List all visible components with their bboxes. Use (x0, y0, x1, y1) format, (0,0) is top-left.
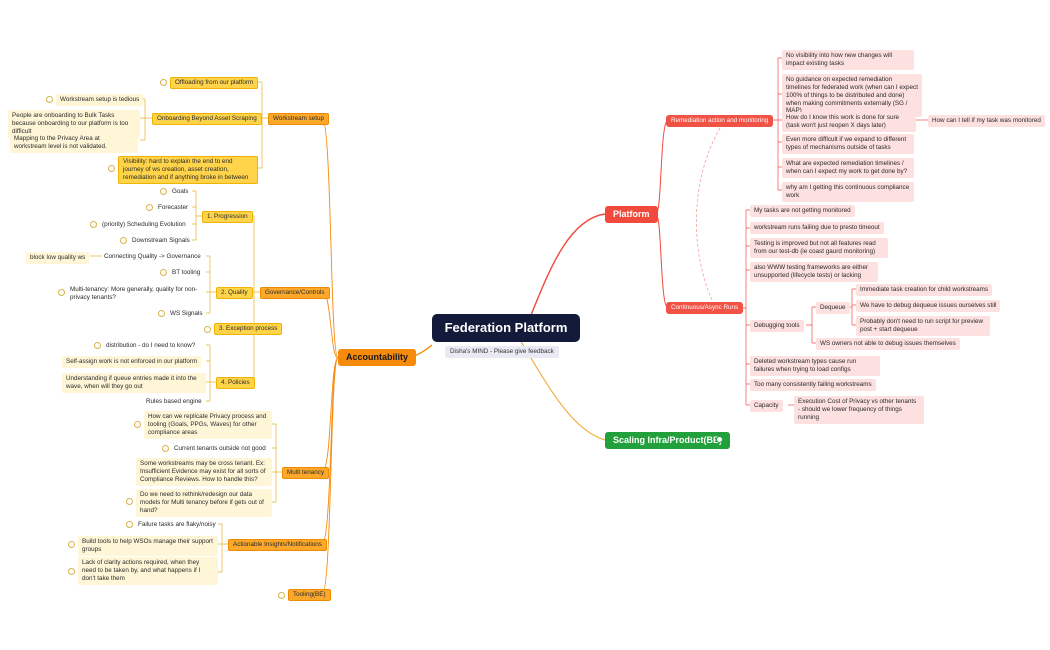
policies-item[interactable]: Rules based engine (146, 398, 202, 405)
policies-item[interactable]: distribution - do I need to know? (106, 342, 196, 349)
async-item[interactable]: Too many consistently failing workstream… (750, 379, 876, 391)
dequeue-item[interactable]: Probably don't need to run script for pr… (856, 316, 990, 336)
node-async-runs[interactable]: Continuous/Async Runs (666, 302, 744, 314)
collapse-toggle-icon[interactable] (716, 436, 723, 443)
central-topic[interactable]: Federation Platform (432, 314, 580, 343)
collapse-toggle-icon[interactable] (146, 204, 153, 211)
progression-item[interactable]: Downstream Signals (132, 237, 190, 244)
quality-item[interactable]: WS Signals (170, 310, 203, 317)
progression-item[interactable]: (priority) Scheduling Evolution (102, 221, 186, 228)
quality-item[interactable]: Connecting Quality -> Governance (104, 253, 201, 260)
quality-item[interactable]: block low quality ws (26, 252, 90, 264)
collapse-toggle-icon[interactable] (278, 592, 285, 599)
collapse-toggle-icon[interactable] (126, 521, 133, 528)
branch-platform[interactable]: Platform (605, 206, 658, 224)
collapse-toggle-icon[interactable] (58, 289, 65, 296)
remediation-item[interactable]: why am I getting this continuous complia… (782, 182, 914, 202)
node-quality[interactable]: 2. Quality (216, 287, 253, 299)
node-onboarding[interactable]: Onboarding Beyond Asset Scraping (152, 113, 262, 125)
collapse-toggle-icon[interactable] (204, 326, 211, 333)
async-item[interactable]: Testing is improved but not all features… (750, 238, 888, 258)
progression-item[interactable]: Forecaster (158, 204, 189, 211)
async-item[interactable]: workstream runs failing due to presto ti… (750, 222, 884, 234)
node-policies[interactable]: 4. Policies (216, 377, 255, 389)
collapse-toggle-icon[interactable] (46, 96, 53, 103)
node-dequeue[interactable]: Dequeue (816, 302, 850, 314)
collapse-toggle-icon[interactable] (68, 568, 75, 575)
multi-tenancy-item[interactable]: How can we replicate Privacy process and… (144, 411, 272, 439)
dequeue-item[interactable]: Immediate task creation for child workst… (856, 284, 993, 296)
workstream-item[interactable]: Offloading from our platform (170, 77, 259, 89)
remediation-item[interactable]: Even more difficult if we expand to diff… (782, 134, 914, 154)
collapse-toggle-icon[interactable] (160, 269, 167, 276)
branch-scaling[interactable]: Scaling Infra/Product(BE) (605, 432, 731, 450)
remediation-followup[interactable]: How can I tell if my task was monitored (928, 115, 1045, 127)
debugging-item[interactable]: WS owners not able to debug issues thems… (816, 338, 960, 350)
collapse-toggle-icon[interactable] (68, 541, 75, 548)
central-subtitle[interactable]: Disha's MIND - Please give feedback (445, 346, 559, 358)
collapse-toggle-icon[interactable] (160, 188, 167, 195)
onboarding-item[interactable]: Workstream setup is tedious (56, 94, 144, 106)
branch-accountability[interactable]: Accountability (338, 349, 417, 367)
actionable-item[interactable]: Build tools to help WSOs manage their su… (78, 536, 218, 556)
node-workstream-setup[interactable]: Workstream setup (268, 113, 329, 125)
node-remediation[interactable]: Remediation action and monitoring (666, 115, 774, 127)
collapse-toggle-icon[interactable] (94, 342, 101, 349)
node-debugging-tools[interactable]: Debugging tools (750, 320, 804, 332)
node-actionable-insights[interactable]: Actionable Insights/Notifications (228, 539, 327, 551)
async-item[interactable]: also WWW testing frameworks are either u… (750, 262, 878, 282)
node-capacity[interactable]: Capacity (750, 400, 783, 412)
actionable-item[interactable]: Lack of clarity actions required, when t… (78, 557, 218, 585)
workstream-item[interactable]: Visibility: hard to explain the end to e… (118, 156, 258, 184)
collapse-toggle-icon[interactable] (158, 310, 165, 317)
collapse-toggle-icon[interactable] (108, 165, 115, 172)
onboarding-item[interactable]: People are onboarding to Bulk Tasks beca… (8, 110, 140, 138)
multi-tenancy-item[interactable]: Do we need to rethink/redesign our data … (136, 489, 272, 517)
multi-tenancy-item[interactable]: Some workstreams may be cross tenant. Ex… (136, 458, 272, 486)
collapse-toggle-icon[interactable] (126, 498, 133, 505)
node-progression[interactable]: 1. Progression (202, 211, 253, 223)
remediation-item[interactable]: What are expected remediation timelines … (782, 158, 914, 178)
policies-item[interactable]: Self-assign work is not enforced in our … (62, 356, 202, 368)
collapse-toggle-icon[interactable] (134, 421, 141, 428)
actionable-item[interactable]: Failure tasks are flaky/noisy (138, 521, 216, 528)
quality-item[interactable]: Multi-tenancy: More generally, quality f… (70, 286, 198, 301)
node-tooling[interactable]: Tooling(BE) (288, 589, 331, 601)
collapse-toggle-icon[interactable] (120, 237, 127, 244)
async-item[interactable]: My tasks are not getting monitored (750, 205, 855, 217)
quality-item[interactable]: BT tooling (172, 269, 201, 276)
multi-tenancy-item[interactable]: Current tenants outside not good (174, 445, 266, 452)
remediation-item[interactable]: No guidance on expected remediation time… (782, 74, 922, 118)
progression-item[interactable]: Goals (172, 188, 189, 195)
node-multi-tenancy[interactable]: Multi tenancy (282, 467, 330, 479)
capacity-item[interactable]: Execution Cost of Privacy vs other tenan… (794, 396, 924, 424)
async-item[interactable]: Deleted workstream types cause run failu… (750, 356, 880, 376)
collapse-toggle-icon[interactable] (162, 445, 169, 452)
collapse-toggle-icon[interactable] (90, 221, 97, 228)
node-exception-process[interactable]: 3. Exception process (214, 323, 283, 335)
onboarding-item[interactable]: Mapping to the Privacy Area at workstrea… (10, 133, 138, 153)
policies-item[interactable]: Understanding if queue entries made it i… (62, 373, 206, 393)
dequeue-item[interactable]: We have to debug dequeue issues ourselve… (856, 300, 1001, 312)
remediation-item[interactable]: No visibility into how new changes will … (782, 50, 914, 70)
node-governance[interactable]: Governance/Controls (260, 287, 330, 299)
remediation-item[interactable]: How do I know this work is done for sure… (782, 112, 916, 132)
collapse-toggle-icon[interactable] (160, 79, 167, 86)
